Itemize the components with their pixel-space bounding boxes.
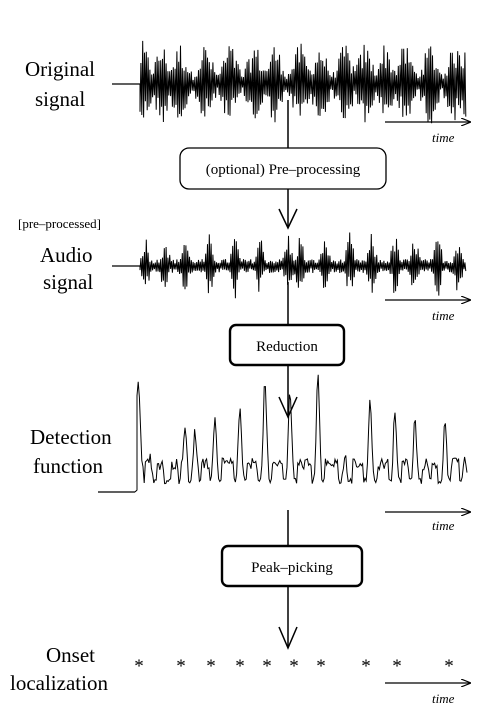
onset-marker: * <box>361 656 371 677</box>
onset-marker: * <box>392 656 402 677</box>
original-time-label: time <box>432 130 455 145</box>
reduction-box-label: Reduction <box>256 339 318 355</box>
preprocessing-box <box>179 147 387 190</box>
onset-marker: * <box>444 656 454 677</box>
original-signal-label-line1: Original <box>25 57 95 81</box>
detection-function-curve <box>134 374 468 493</box>
detection-function-label-line1: Detection <box>30 425 112 449</box>
peak-picking-box-label: Peak–picking <box>251 560 333 576</box>
onset-marker: * <box>134 656 144 677</box>
audio-signal-label-line1: Audio <box>40 243 93 267</box>
audio-signal-prefix: [pre–processed] <box>18 216 101 231</box>
onset-markers: * * * * * * * * * * <box>134 656 454 677</box>
original-waveform <box>139 40 467 124</box>
detection-function-label-line2: function <box>33 454 103 478</box>
arrowhead-to-onset <box>278 626 298 650</box>
arrowhead-to-detection <box>278 396 298 419</box>
audio-time-label: time <box>432 308 455 323</box>
onset-marker: * <box>235 656 245 677</box>
peak-picking-box <box>220 544 364 588</box>
onset-localization-label-line1: Onset <box>46 643 95 667</box>
arrowhead-to-audio <box>278 208 298 230</box>
detection-time-label: time <box>432 518 455 533</box>
onset-marker: * <box>289 656 299 677</box>
reduction-box <box>228 323 346 367</box>
onset-time-label: time <box>432 691 455 706</box>
onset-marker: * <box>316 656 326 677</box>
audio-signal-label-line2: signal <box>43 270 93 294</box>
onset-marker: * <box>206 656 216 677</box>
onset-marker: * <box>176 656 186 677</box>
original-signal-label-line2: signal <box>35 87 85 111</box>
onset-localization-label-line2: localization <box>10 671 108 695</box>
onset-marker: * <box>262 656 272 677</box>
audio-waveform <box>139 232 467 299</box>
preprocessing-box-label: (optional) Pre–processing <box>206 162 361 178</box>
